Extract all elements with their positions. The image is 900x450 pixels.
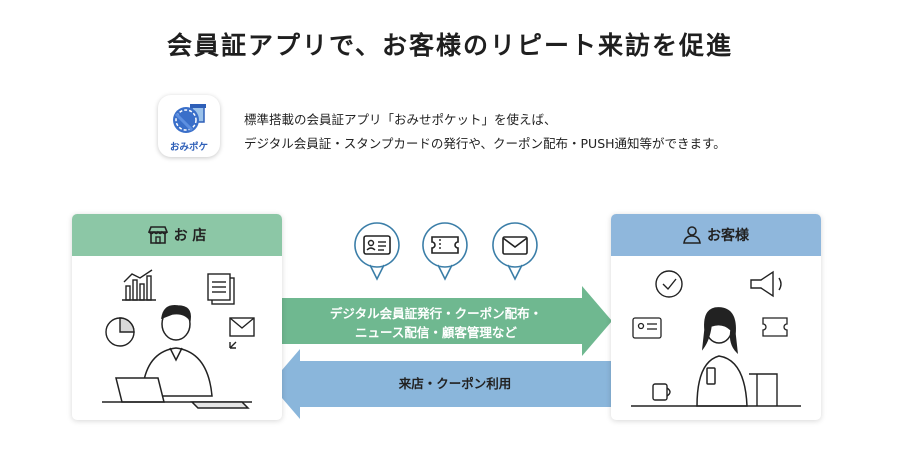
envelope-icon	[229, 317, 255, 349]
ticket-small-icon	[762, 317, 788, 337]
store-illustration	[72, 256, 282, 420]
megaphone-icon	[750, 270, 782, 298]
bar-chart-icon	[122, 269, 156, 301]
pie-chart-icon	[105, 317, 135, 347]
chair-icon	[749, 373, 778, 406]
intro-text: 標準搭載の会員証アプリ「おみせポケット」を使えば、 デジタル会員証・スタンプカー…	[244, 108, 726, 156]
member-card-small-icon	[632, 317, 662, 339]
check-bubble-icon	[655, 270, 683, 298]
store-card-title: お 店	[173, 228, 207, 244]
customer-illustration	[611, 256, 821, 420]
cup-icon	[652, 383, 671, 401]
customer-card-title: お客様	[707, 228, 749, 244]
customer-card-header: お客様	[611, 214, 821, 256]
app-icon-label: おみポケ	[169, 142, 208, 153]
member-card-bubble	[352, 221, 402, 283]
arrow-left-label: 来店・クーポン利用	[398, 376, 512, 391]
laptop-icon	[102, 377, 252, 409]
page-headline: 会員証アプリで、お客様のリピート来訪を促進	[166, 31, 733, 60]
member-card-icon	[363, 235, 391, 255]
arrow-left-shape	[270, 349, 612, 419]
coupon-ticket-icon	[431, 236, 459, 254]
intro-line-1: 標準搭載の会員証アプリ「おみせポケット」を使えば、	[244, 112, 557, 127]
arrow-right-line-1: デジタル会員証発行・クーポン配布・	[329, 306, 543, 321]
shop-icon	[147, 226, 168, 244]
customer-card: お客様	[611, 214, 821, 420]
store-card-header: お 店	[72, 214, 282, 256]
omisepocket-app-icon[interactable]: おみポケ	[158, 95, 220, 157]
store-card: お 店	[72, 214, 282, 420]
mail-bubble	[490, 221, 540, 283]
intro-line-2: デジタル会員証・スタンプカードの発行や、クーポン配布・PUSH通知等ができます。	[244, 136, 726, 151]
customer-figure	[696, 307, 748, 407]
document-icon	[207, 273, 235, 305]
arrow-right-line-2: ニュース配信・顧客管理など	[355, 325, 517, 340]
arrow-right-shape	[282, 286, 612, 356]
person-icon	[683, 226, 701, 244]
mail-icon	[502, 236, 528, 255]
coupon-bubble	[420, 221, 470, 283]
app-logo-graphic	[173, 104, 206, 133]
arrow-right-label: デジタル会員証発行・クーポン配布・ ニュース配信・顧客管理など	[286, 304, 586, 342]
